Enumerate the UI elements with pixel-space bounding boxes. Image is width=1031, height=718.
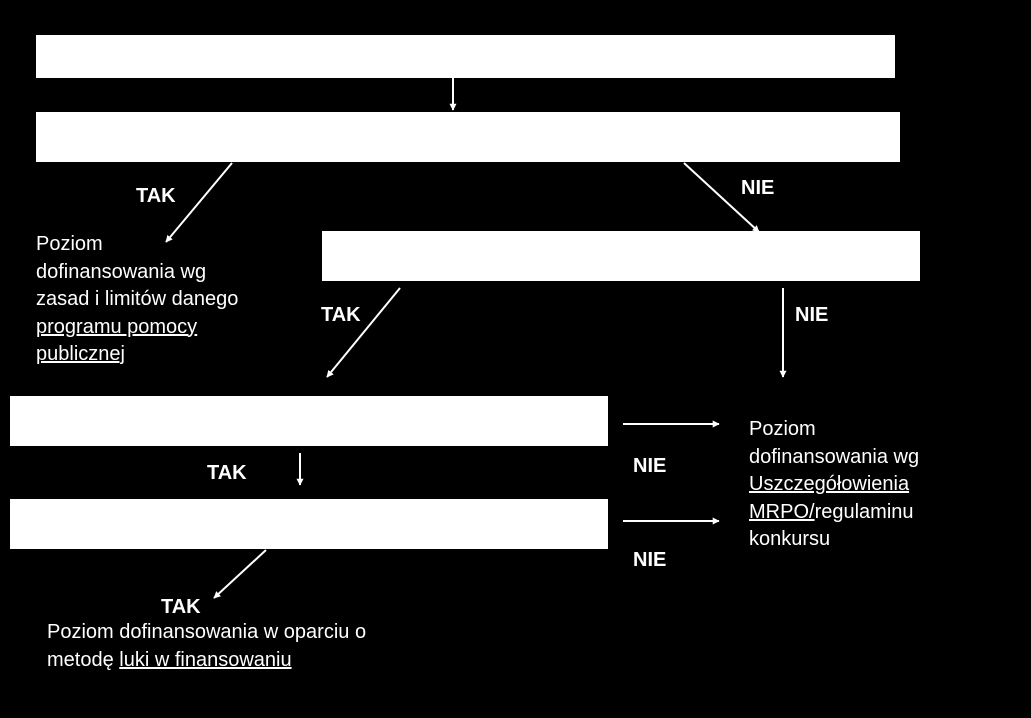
label-tak-2: TAK	[321, 304, 361, 326]
label-nie-4: NIE	[633, 549, 667, 571]
decision-box-1	[36, 112, 900, 162]
arrow-tak-1	[165, 162, 233, 243]
decision-box-2	[322, 231, 920, 281]
outcome-program-line5: publicznej	[36, 343, 125, 365]
outcome-program-text: Poziom dofinansowania wg zasad i limitów…	[36, 231, 238, 369]
label-tak-4: TAK	[161, 596, 201, 618]
outcome-mrpo-line1: Poziom	[749, 418, 816, 440]
outcome-mrpo-line4: MRPO/regulaminu	[749, 499, 919, 527]
outcome-mrpo-line5: konkursu	[749, 528, 831, 550]
outcome-funding-gap-line2-start: metodę	[47, 648, 120, 671]
outcome-program-line3: zasad i limitów danego	[36, 288, 239, 310]
label-nie-3: NIE	[633, 455, 667, 477]
outcome-mrpo-line4-rest: regulaminu	[814, 500, 914, 523]
outcome-program-line1: Poziom	[36, 233, 103, 255]
outcome-mrpo-text: Poziom dofinansowania wg Uszczegółowieni…	[749, 416, 919, 554]
outcome-mrpo-line4-link: MRPO/	[749, 500, 815, 523]
outcome-program-line4: programu pomocy	[36, 315, 198, 338]
outcome-mrpo-line3: Uszczegółowienia	[749, 473, 910, 495]
label-nie-1: NIE	[741, 177, 775, 199]
outcome-program-line2: dofinansowania wg	[36, 260, 207, 283]
outcome-funding-gap-line2: metodę luki w finansowaniu	[47, 647, 366, 675]
arrow-nie-1	[683, 162, 760, 233]
decision-box-4	[10, 499, 608, 549]
label-tak-3: TAK	[207, 462, 247, 484]
outcome-mrpo-line2: dofinansowania wg	[749, 445, 920, 468]
step-box-1	[36, 35, 895, 78]
arrow-tak-2	[326, 287, 401, 378]
outcome-funding-gap-text: Poziom dofinansowania w oparciu o metodę…	[47, 619, 366, 674]
label-nie-2: NIE	[795, 304, 829, 326]
arrow-tak-4	[213, 549, 267, 599]
outcome-funding-gap-line1: Poziom dofinansowania w oparciu o	[47, 621, 367, 643]
decision-box-3	[10, 396, 608, 446]
label-tak-1: TAK	[136, 185, 176, 207]
outcome-funding-gap-line2-link: luki w finansowaniu	[119, 648, 292, 671]
